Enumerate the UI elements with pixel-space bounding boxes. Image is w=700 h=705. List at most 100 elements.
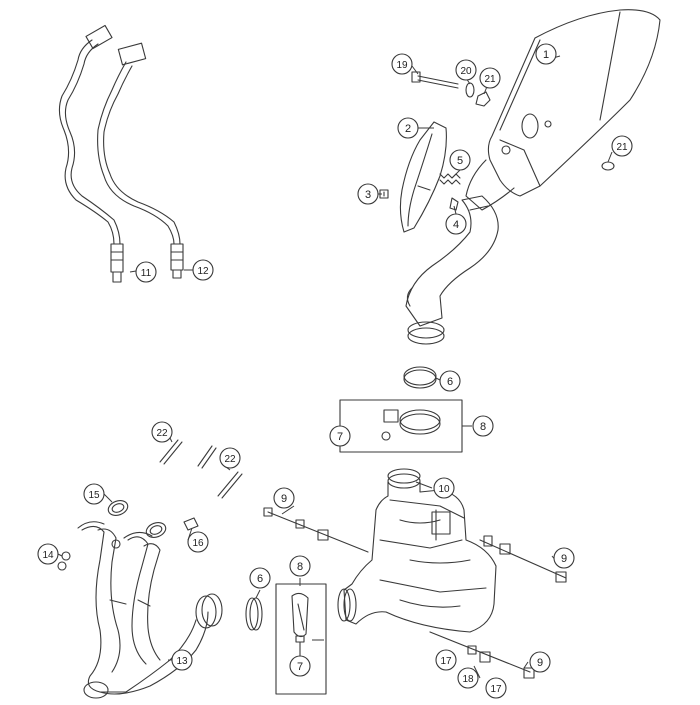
callout-label: 17 xyxy=(440,656,452,667)
callout-label: 6 xyxy=(257,573,263,585)
callout-6: 6 xyxy=(249,567,271,589)
stud-22-right xyxy=(217,471,243,499)
callout-circle xyxy=(611,135,633,157)
callout-13: 13 xyxy=(171,649,193,671)
callout-circle xyxy=(435,649,457,671)
callout-12: 12 xyxy=(192,259,214,281)
callout-circle xyxy=(397,117,419,139)
callout-circle xyxy=(479,67,501,89)
callout-circle xyxy=(329,425,351,447)
callout-8: 8 xyxy=(472,415,494,437)
callout-18: 18 xyxy=(457,667,479,689)
gasket-15 xyxy=(107,500,167,538)
callout-circle xyxy=(391,53,413,75)
callout-circle xyxy=(289,655,311,677)
silencer-1 xyxy=(465,9,661,211)
callout-circle xyxy=(485,677,507,699)
callout-circle xyxy=(83,483,105,505)
kit-box-8-upper xyxy=(339,399,463,453)
screw-7-upper xyxy=(381,431,391,441)
callout-label: 9 xyxy=(561,553,567,565)
callout-label: 22 xyxy=(156,428,168,439)
callout-circle xyxy=(455,59,477,81)
callout-label: 15 xyxy=(88,490,100,501)
callout-label: 17 xyxy=(490,684,502,695)
callout-6: 6 xyxy=(439,370,461,392)
bolt-9-upper-left xyxy=(263,507,369,553)
link-pipe xyxy=(405,195,499,345)
callout-label: 10 xyxy=(438,484,450,495)
callout-label: 19 xyxy=(396,60,408,71)
callout-label: 14 xyxy=(42,550,54,561)
stud-22-left xyxy=(159,439,183,465)
callout-label: 1 xyxy=(543,49,549,61)
callout-label: 7 xyxy=(337,431,343,443)
clip-4 xyxy=(449,197,459,211)
screw-7-lower xyxy=(295,635,305,657)
callout-22: 22 xyxy=(219,447,241,469)
callout-circle xyxy=(535,43,557,65)
nut-16 xyxy=(183,517,199,531)
callout-4: 4 xyxy=(445,213,467,235)
callout-14: 14 xyxy=(37,543,59,565)
callout-circle xyxy=(433,477,455,499)
callout-label: 11 xyxy=(141,268,152,279)
callout-8: 8 xyxy=(289,555,311,577)
callout-9: 9 xyxy=(553,547,575,569)
callout-circle xyxy=(553,547,575,569)
callout-10: 10 xyxy=(433,477,455,499)
callout-21: 21 xyxy=(479,67,501,89)
callout-19: 19 xyxy=(391,53,413,75)
callout-3: 3 xyxy=(357,183,379,205)
callout-label: 20 xyxy=(460,66,472,77)
callout-label: 5 xyxy=(457,155,463,167)
callout-label: 13 xyxy=(176,656,188,667)
callout-label: 22 xyxy=(224,454,236,465)
callout-label: 21 xyxy=(616,142,628,153)
callout-circle xyxy=(457,667,479,689)
washer-20 xyxy=(465,82,475,98)
bolt-19 xyxy=(411,71,459,89)
callout-21: 21 xyxy=(611,135,633,157)
callout-circle xyxy=(171,649,193,671)
manifold-10 xyxy=(337,468,497,633)
bolt-9-right xyxy=(479,535,567,583)
callout-label: 8 xyxy=(480,421,486,433)
callout-label: 3 xyxy=(365,189,371,201)
callout-label: 9 xyxy=(537,657,543,669)
callout-circle xyxy=(289,555,311,577)
callout-label: 7 xyxy=(297,661,303,673)
spring-5 xyxy=(439,173,461,185)
callout-label: 16 xyxy=(192,538,204,549)
callout-circle xyxy=(135,261,157,283)
callout-label: 12 xyxy=(197,266,209,277)
callout-16: 16 xyxy=(187,531,209,553)
callout-circle xyxy=(187,531,209,553)
callout-7: 7 xyxy=(329,425,351,447)
callout-label: 6 xyxy=(447,376,453,388)
callout-11: 11 xyxy=(135,261,157,283)
heat-shield-2 xyxy=(399,121,447,233)
callout-circle xyxy=(445,213,467,235)
callout-17: 17 xyxy=(435,649,457,671)
callout-circle xyxy=(273,487,295,509)
callout-label: 4 xyxy=(453,219,459,231)
callout-label: 2 xyxy=(405,123,411,135)
callout-circle xyxy=(357,183,379,205)
callout-20: 20 xyxy=(455,59,477,81)
cap-21-right xyxy=(601,161,615,171)
callout-9: 9 xyxy=(273,487,295,509)
callout-17: 17 xyxy=(485,677,507,699)
callout-label: 8 xyxy=(297,561,303,573)
callout-circle xyxy=(529,651,551,673)
callout-label: 9 xyxy=(281,493,287,505)
callout-label: 18 xyxy=(462,674,474,685)
callout-circle xyxy=(249,567,271,589)
callout-22: 22 xyxy=(151,421,173,443)
callout-circle xyxy=(439,370,461,392)
callout-label: 21 xyxy=(484,74,496,85)
clamp-8 xyxy=(383,409,441,435)
